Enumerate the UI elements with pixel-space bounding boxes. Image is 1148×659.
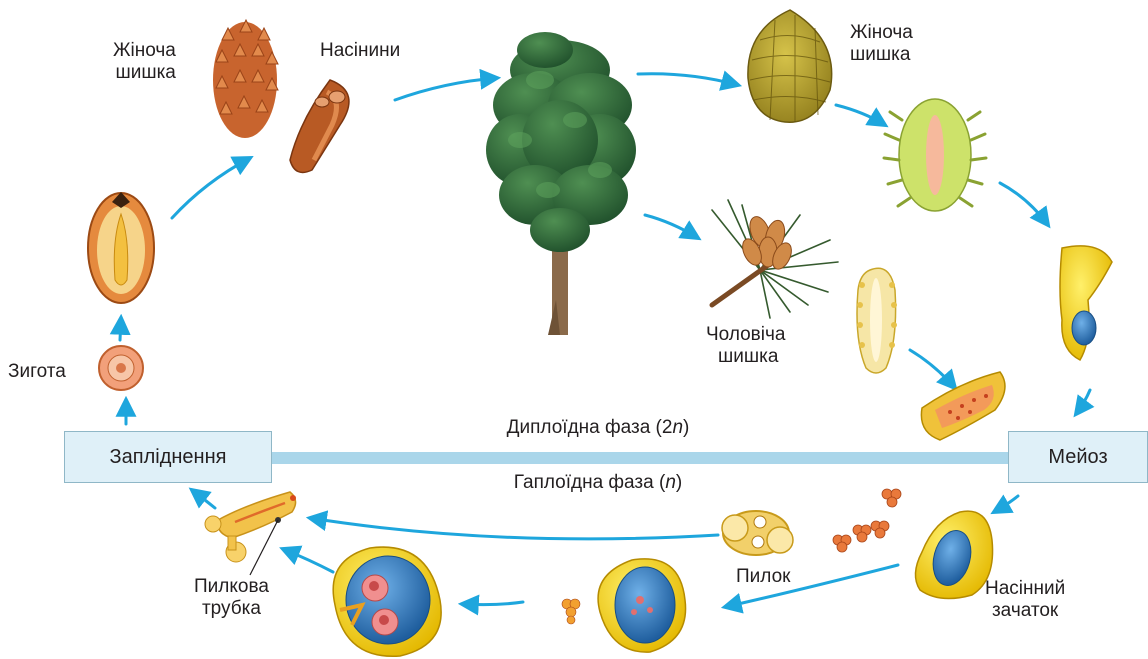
pine-tree-image — [486, 32, 636, 335]
zygote-label: Зигота — [8, 361, 66, 383]
mature-ovule-image — [333, 547, 441, 656]
arrow-meiosis-to-ovule — [994, 496, 1018, 512]
arrow-embryo-to-seeds — [172, 158, 250, 218]
phase-divider-bar — [270, 452, 1008, 464]
arrow-tree-to-male-cone — [645, 215, 698, 238]
female-cone-section-image — [884, 99, 986, 211]
embryo-seed-image — [88, 192, 154, 303]
haploid-phase-label: Гаплоїдна фаза (n) — [514, 472, 682, 493]
male-cone-image — [712, 200, 838, 318]
seeds-label: Насінини — [320, 40, 400, 62]
arrow-zygote-to-embryo — [120, 318, 121, 340]
arrow-scale-to-meiosis — [1076, 390, 1090, 414]
arrow-pollinated-to-mature — [462, 602, 523, 605]
male-cone-section-image — [857, 268, 897, 373]
arrow-female-cone-to-section — [836, 105, 885, 125]
arrow-male-section-to-scale — [910, 350, 955, 388]
pollinated-ovule-image — [562, 559, 686, 652]
pollen-grain-large-image — [722, 511, 793, 555]
ovule-scale-image — [1060, 246, 1112, 360]
arrow-tree-to-female-cone — [638, 74, 738, 85]
pollen-grains-image — [833, 489, 901, 552]
arrow-mature-to-tube — [283, 549, 333, 572]
fertilization-label: Запліднення — [110, 446, 227, 469]
arrow-section-to-scale — [1000, 183, 1048, 225]
pollen-sac-image — [921, 372, 1005, 440]
arrow-tube-to-fertilization — [192, 490, 215, 508]
pollen-label: Пилок — [736, 566, 790, 588]
zygote-image — [99, 346, 143, 390]
arrow-pollen-to-tube — [310, 518, 718, 539]
arrow-seeds-to-tree — [395, 78, 497, 100]
ovule-image — [915, 511, 992, 598]
female-cone-left-image — [213, 20, 278, 138]
pollen-tube-image — [205, 492, 296, 575]
meiosis-box: Мейоз — [1008, 431, 1148, 483]
fertilization-box: Запліднення — [64, 431, 272, 483]
seeds-image — [290, 80, 349, 172]
diploid-phase-label: Диплоїдна фаза (2n) — [507, 417, 690, 438]
female-cone-right-image — [748, 10, 832, 122]
meiosis-label: Мейоз — [1048, 446, 1107, 469]
